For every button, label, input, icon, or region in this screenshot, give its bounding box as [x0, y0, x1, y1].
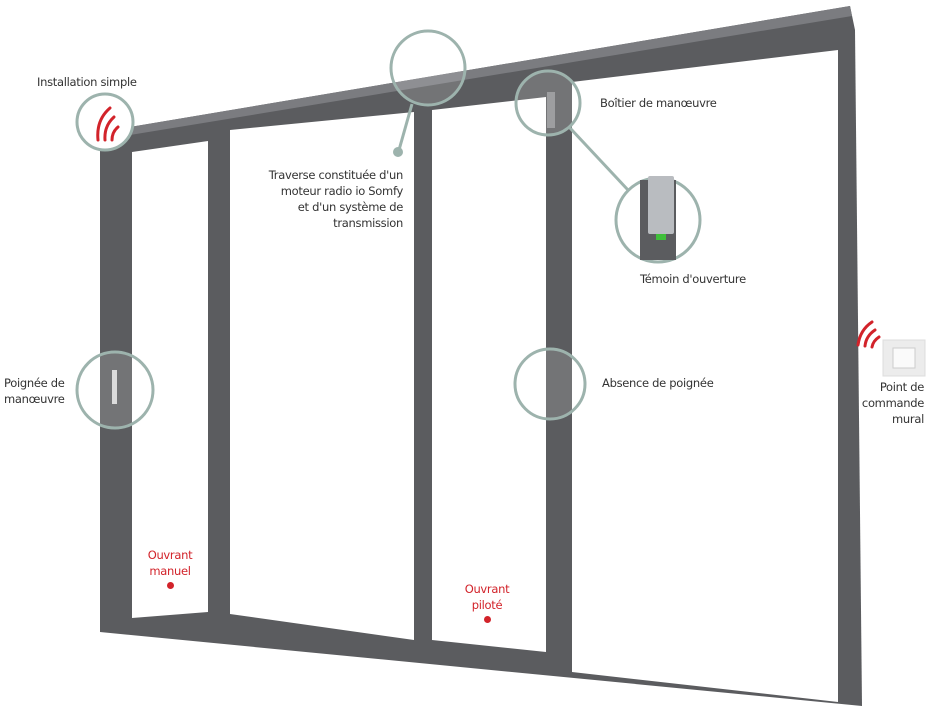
label-line: manœuvre: [4, 392, 65, 406]
manual-sash-glass: [230, 112, 414, 640]
wifi-icon-installation: [96, 106, 120, 142]
label-line: mural: [892, 412, 924, 426]
label-line: manuel: [149, 564, 191, 578]
third-panel-glass: [432, 97, 546, 652]
label-absence: Absence de poignée: [602, 376, 714, 390]
red-dot-marker: [166, 582, 174, 589]
label-line: Poignée de: [4, 376, 65, 390]
wall-switch-icon: [882, 339, 926, 377]
label-traverse: Traverse constituée d'un moteur radio io…: [243, 167, 404, 231]
label-line: Ouvrant: [464, 582, 510, 596]
label-line: Ouvrant: [147, 548, 193, 562]
temoin-zoom: [614, 176, 702, 264]
label-boitier: Boîtier de manœuvre: [600, 96, 717, 110]
handle: [112, 370, 117, 404]
label-line: moteur radio io Somfy: [280, 184, 404, 198]
label-line: commande: [861, 396, 924, 410]
label-line: Traverse constituée d'un: [268, 168, 404, 182]
label-line: Point de: [879, 380, 924, 394]
label-ouvrant-manuel: Ouvrant manuel: [130, 547, 210, 589]
top-beam-highlight: [100, 6, 852, 140]
label-point-commande: Point de commande mural: [840, 379, 924, 427]
callout-circle-absence: [513, 347, 587, 421]
label-line: transmission: [333, 216, 403, 230]
label-temoin: Témoin d'ouverture: [640, 272, 746, 286]
callout-circle-boitier: [514, 69, 582, 137]
label-line: piloté: [471, 598, 503, 612]
left-fixed-glass: [132, 141, 208, 618]
callout-circle-poignee: [75, 350, 155, 430]
label-ouvrant-pilote: Ouvrant piloté: [447, 581, 527, 623]
callout-circle-traverse: [389, 29, 467, 107]
callout-circle-installation: [75, 92, 135, 152]
label-line: et d'un système de: [297, 200, 404, 214]
leader-boitier: [568, 126, 630, 192]
red-dot-marker: [483, 616, 491, 623]
wifi-icon-wall: [856, 320, 881, 349]
label-installation: Installation simple: [37, 75, 137, 89]
label-poignee: Poignée de manœuvre: [4, 375, 65, 407]
operating-box: [547, 92, 555, 128]
leader-dot: [393, 147, 403, 157]
leader-traverse: [397, 103, 414, 151]
